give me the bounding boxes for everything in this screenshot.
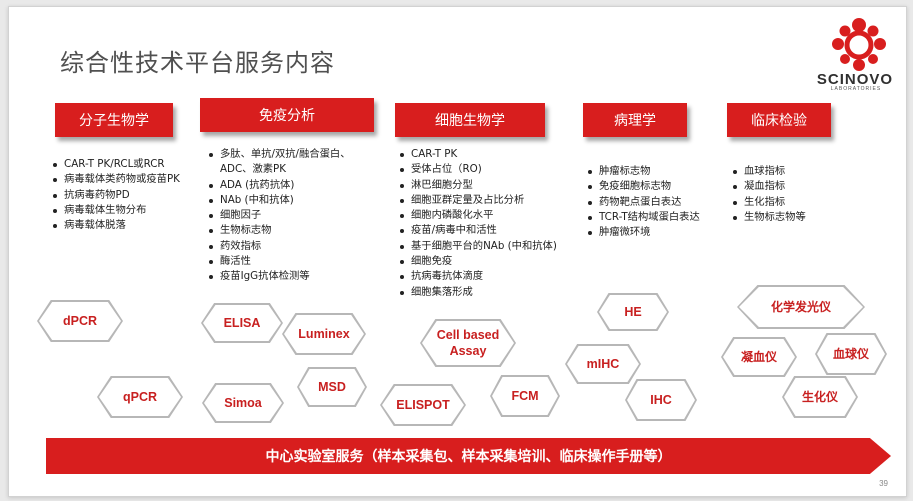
list-item: ADA (抗药抗体) bbox=[208, 178, 351, 193]
list-item: 酶活性 bbox=[208, 254, 351, 269]
platform-elispot: ELISPOT bbox=[380, 384, 466, 426]
platform-hematology-analyzer: 血球仪 bbox=[815, 333, 887, 375]
list-item: 药效指标 bbox=[208, 239, 351, 254]
cell-biology-list: CAR-T PK 受体占位（RO) 淋巴细胞分型 细胞亚群定量及占比分析 细胞内… bbox=[399, 147, 557, 300]
molecular-biology-list: CAR-T PK/RCL或RCR 病毒载体类药物或疫苗PK 抗病毒药物PD 病毒… bbox=[52, 157, 180, 233]
platform-he: HE bbox=[597, 293, 669, 331]
list-item: 肿瘤微环境 bbox=[587, 225, 700, 240]
list-item: 血球指标 bbox=[732, 164, 806, 179]
list-item: CAR-T PK bbox=[399, 147, 557, 162]
page-number: 39 bbox=[879, 479, 888, 488]
logo-name: SCINOVO bbox=[816, 71, 894, 88]
list-item: 疫苗IgG抗体检测等 bbox=[208, 269, 351, 284]
category-immunoassay: 免疫分析 bbox=[200, 98, 374, 132]
list-item: 细胞集落形成 bbox=[399, 285, 557, 300]
pathology-list: 肿瘤标志物 免疫细胞标志物 药物靶点蛋白表达 TCR-T结构域蛋白表达 肿瘤微环… bbox=[587, 164, 700, 240]
list-item: 基于细胞平台的NAb (中和抗体) bbox=[399, 239, 557, 254]
list-item: 病毒载体生物分布 bbox=[52, 203, 180, 218]
list-item: 免疫细胞标志物 bbox=[587, 179, 700, 194]
list-item: CAR-T PK/RCL或RCR bbox=[52, 157, 180, 172]
list-item: TCR-T结构域蛋白表达 bbox=[587, 210, 700, 225]
list-item: 淋巴细胞分型 bbox=[399, 178, 557, 193]
platform-luminex: Luminex bbox=[282, 313, 366, 355]
scinovo-logo-icon bbox=[832, 18, 886, 71]
platform-biochemistry-analyzer: 生化仪 bbox=[782, 376, 858, 418]
list-item: 病毒载体脱落 bbox=[52, 218, 180, 233]
list-item: 药物靶点蛋白表达 bbox=[587, 195, 700, 210]
immunoassay-list: 多肽、单抗/双抗/融合蛋白、 ADC、激素PK ADA (抗药抗体) NAb (… bbox=[208, 147, 351, 285]
platform-coagulation-analyzer: 凝血仪 bbox=[721, 337, 797, 377]
list-item: 细胞免疫 bbox=[399, 254, 557, 269]
list-item: 细胞内磷酸化水平 bbox=[399, 208, 557, 223]
platform-ihc: IHC bbox=[625, 379, 697, 421]
page-title: 综合性技术平台服务内容 bbox=[60, 49, 335, 77]
list-item: 疫苗/病毒中和活性 bbox=[399, 223, 557, 238]
platform-chemiluminescence-analyzer: 化学发光仪 bbox=[737, 285, 865, 329]
list-item: 受体占位（RO) bbox=[399, 162, 557, 177]
slide: 综合性技术平台服务内容 SCINOVO LABORATORIES 分子生物学 免… bbox=[8, 6, 907, 497]
list-item: NAb (中和抗体) bbox=[208, 193, 351, 208]
list-item: 生化指标 bbox=[732, 195, 806, 210]
category-molecular-biology: 分子生物学 bbox=[55, 103, 173, 137]
platform-dpcr: dPCR bbox=[37, 300, 123, 342]
list-item: 生物标志物 bbox=[208, 223, 351, 238]
platform-elisa: ELISA bbox=[201, 303, 283, 343]
list-item: 肿瘤标志物 bbox=[587, 164, 700, 179]
logo-subtitle: LABORATORIES bbox=[830, 86, 882, 92]
platform-mihc: mIHC bbox=[565, 344, 641, 384]
platform-qpcr: qPCR bbox=[97, 376, 183, 418]
list-item: 抗病毒抗体滴度 bbox=[399, 269, 557, 284]
list-item: 凝血指标 bbox=[732, 179, 806, 194]
list-item: ADC、激素PK bbox=[220, 163, 287, 176]
category-cell-biology: 细胞生物学 bbox=[395, 103, 545, 137]
list-item: 细胞因子 bbox=[208, 208, 351, 223]
list-item: 多肽、单抗/双抗/融合蛋白、 bbox=[208, 147, 351, 162]
list-item: 病毒载体类药物或疫苗PK bbox=[52, 172, 180, 187]
list-item: 抗病毒药物PD bbox=[52, 188, 180, 203]
category-pathology: 病理学 bbox=[583, 103, 687, 137]
clinical-lab-list: 血球指标 凝血指标 生化指标 生物标志物等 bbox=[732, 164, 806, 225]
platform-simoa: Simoa bbox=[202, 383, 284, 423]
central-lab-banner: 中心实验室服务（样本采集包、样本采集培训、临床操作手册等） bbox=[46, 438, 891, 474]
list-item: 生物标志物等 bbox=[732, 210, 806, 225]
platform-msd: MSD bbox=[297, 367, 367, 407]
platform-fcm: FCM bbox=[490, 375, 560, 417]
list-item: 细胞亚群定量及占比分析 bbox=[399, 193, 557, 208]
category-clinical-lab: 临床检验 bbox=[727, 103, 831, 137]
